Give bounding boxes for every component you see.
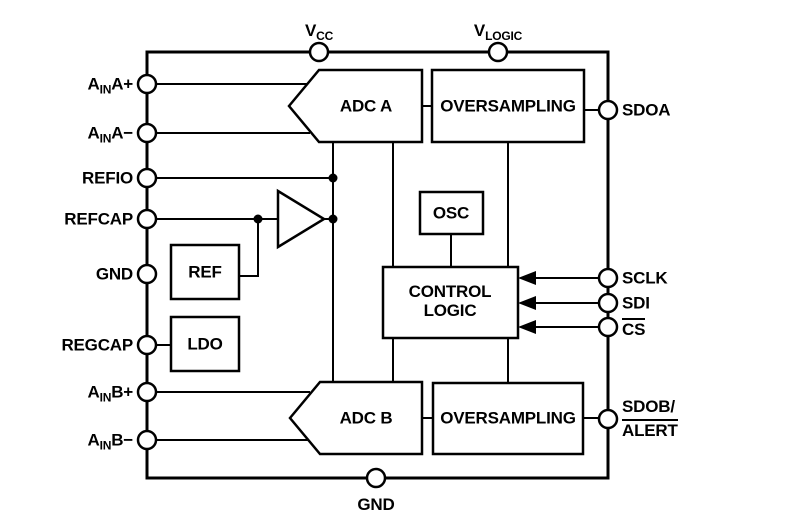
pin-circles [136, 41, 619, 489]
label-cs: CS [622, 318, 646, 339]
label-ldo: LDO [187, 334, 223, 354]
pin-sclk [597, 267, 619, 289]
ref-block [169, 243, 241, 301]
label-gnd-left: GND [95, 264, 133, 284]
pin-refcap [136, 208, 158, 230]
oversampling-a-block [430, 68, 586, 144]
junction-refcap [253, 214, 263, 224]
pin-cs [597, 316, 619, 338]
arrowheads [518, 271, 536, 334]
pin-sdi [597, 292, 619, 314]
pin-gnd-bottom [365, 467, 387, 489]
arrowhead-cs [518, 320, 536, 334]
junction-buffer-out [328, 214, 338, 224]
junction-refio [328, 173, 338, 183]
arrowhead-sclk [518, 271, 536, 285]
label-aina-minus: AINA− [87, 123, 134, 146]
pin-aina-minus [136, 122, 158, 144]
osc-block [418, 190, 485, 236]
label-regcap: REGCAP [61, 335, 133, 355]
label-refcap: REFCAP [64, 209, 133, 229]
label-ref: REF [188, 262, 222, 282]
adc-b-block [288, 380, 424, 456]
pin-regcap [136, 334, 158, 356]
adc-a-block [287, 68, 424, 144]
label-refio: REFIO [82, 168, 133, 188]
blocks [169, 68, 586, 456]
label-sclk: SCLK [622, 268, 668, 288]
oversampling-b-block [431, 381, 585, 456]
label-osc: OSC [432, 203, 470, 223]
label-sdob-alert: SDOB/ ALERT [622, 397, 678, 440]
reference-buffer-amp [276, 188, 327, 250]
label-adc-b: ADC B [339, 408, 393, 428]
junction-dots [253, 173, 338, 224]
pin-gnd-left [136, 263, 158, 285]
control-logic-block [381, 265, 520, 340]
label-oversampling-b: OVERSAMPLING [440, 408, 576, 428]
label-sdi: SDI [622, 293, 650, 313]
label-vlogic: VLOGIC [473, 21, 523, 43]
ldo-block [169, 315, 241, 373]
label-ainb-plus: AINB+ [87, 382, 134, 405]
label-vcc: VCC [304, 21, 334, 43]
label-oversampling-a: OVERSAMPLING [440, 96, 576, 116]
arrowhead-sdi [518, 296, 536, 310]
label-adc-a: ADC A [339, 96, 393, 116]
pin-vlogic [487, 41, 509, 63]
wire-ref-feedback [239, 219, 259, 277]
pin-vcc [308, 41, 330, 63]
pin-refio [136, 167, 158, 189]
pin-ainb-plus [136, 381, 158, 403]
label-ainb-minus: AINB− [87, 430, 134, 453]
label-sdoa: SDOA [622, 100, 671, 120]
label-aina-plus: AINA+ [87, 74, 134, 97]
pin-sdoa [597, 99, 619, 121]
label-gnd-bottom: GND [357, 495, 395, 514]
pin-sdob-alert [597, 408, 619, 430]
pin-ainb-minus [136, 429, 158, 451]
pin-aina-plus [136, 73, 158, 95]
label-control-logic: CONTROL LOGIC [408, 282, 492, 320]
